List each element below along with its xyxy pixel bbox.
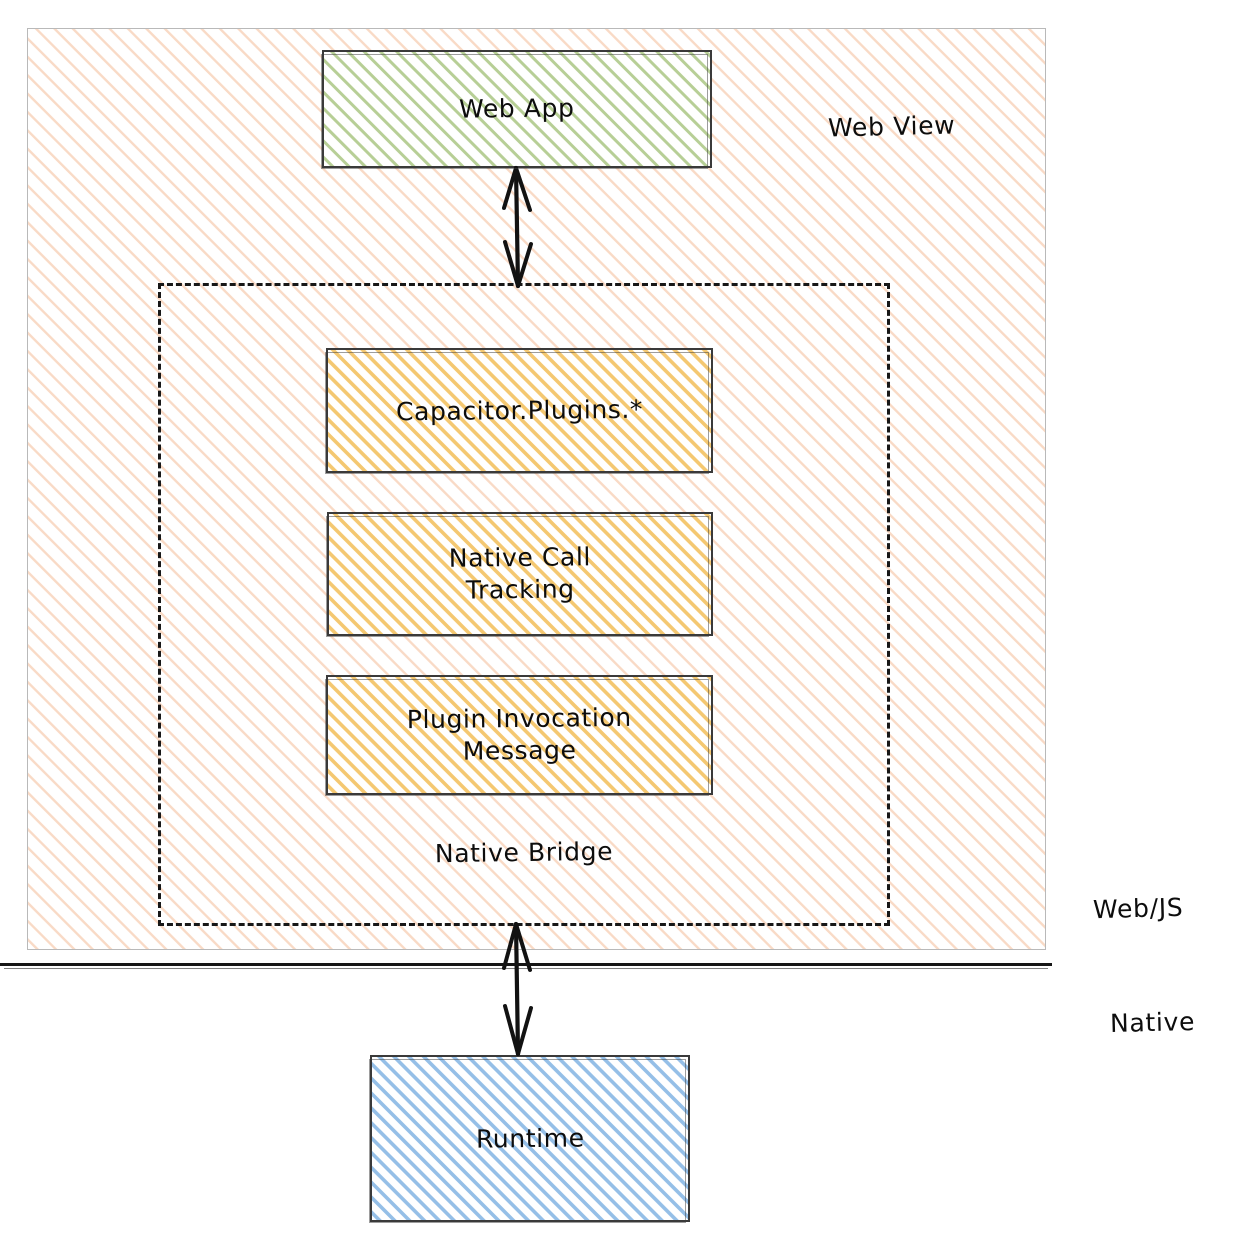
- node-web-app[interactable]: Web App: [321, 50, 712, 169]
- boundary-label-native: Native: [1109, 1006, 1196, 1039]
- connector-web-app-to-native-bridge: [502, 165, 533, 289]
- node-web-app-label: Web App: [459, 93, 575, 124]
- node-capacitor-plugins-label: Capacitor.Plugins.*: [395, 394, 644, 426]
- node-runtime-label: Runtime: [475, 1122, 585, 1154]
- node-plugin-invocation-message[interactable]: Plugin Invocation Message: [325, 675, 713, 796]
- node-plugin-invocation-message-label: Plugin Invocation Message: [406, 702, 632, 766]
- node-runtime[interactable]: Runtime: [369, 1055, 690, 1223]
- boundary-label-web-js: Web/JS: [1092, 892, 1184, 925]
- node-native-call-tracking[interactable]: Native Call Tracking: [326, 512, 713, 637]
- node-capacitor-plugins[interactable]: Capacitor.Plugins.*: [325, 348, 713, 474]
- connector-native-bridge-to-runtime: [502, 921, 533, 1057]
- webview-region-label: Web View: [827, 110, 956, 143]
- web-native-boundary-divider: [0, 963, 1052, 969]
- native-bridge-region: [158, 283, 890, 926]
- node-native-call-tracking-label: Native Call Tracking: [448, 542, 592, 605]
